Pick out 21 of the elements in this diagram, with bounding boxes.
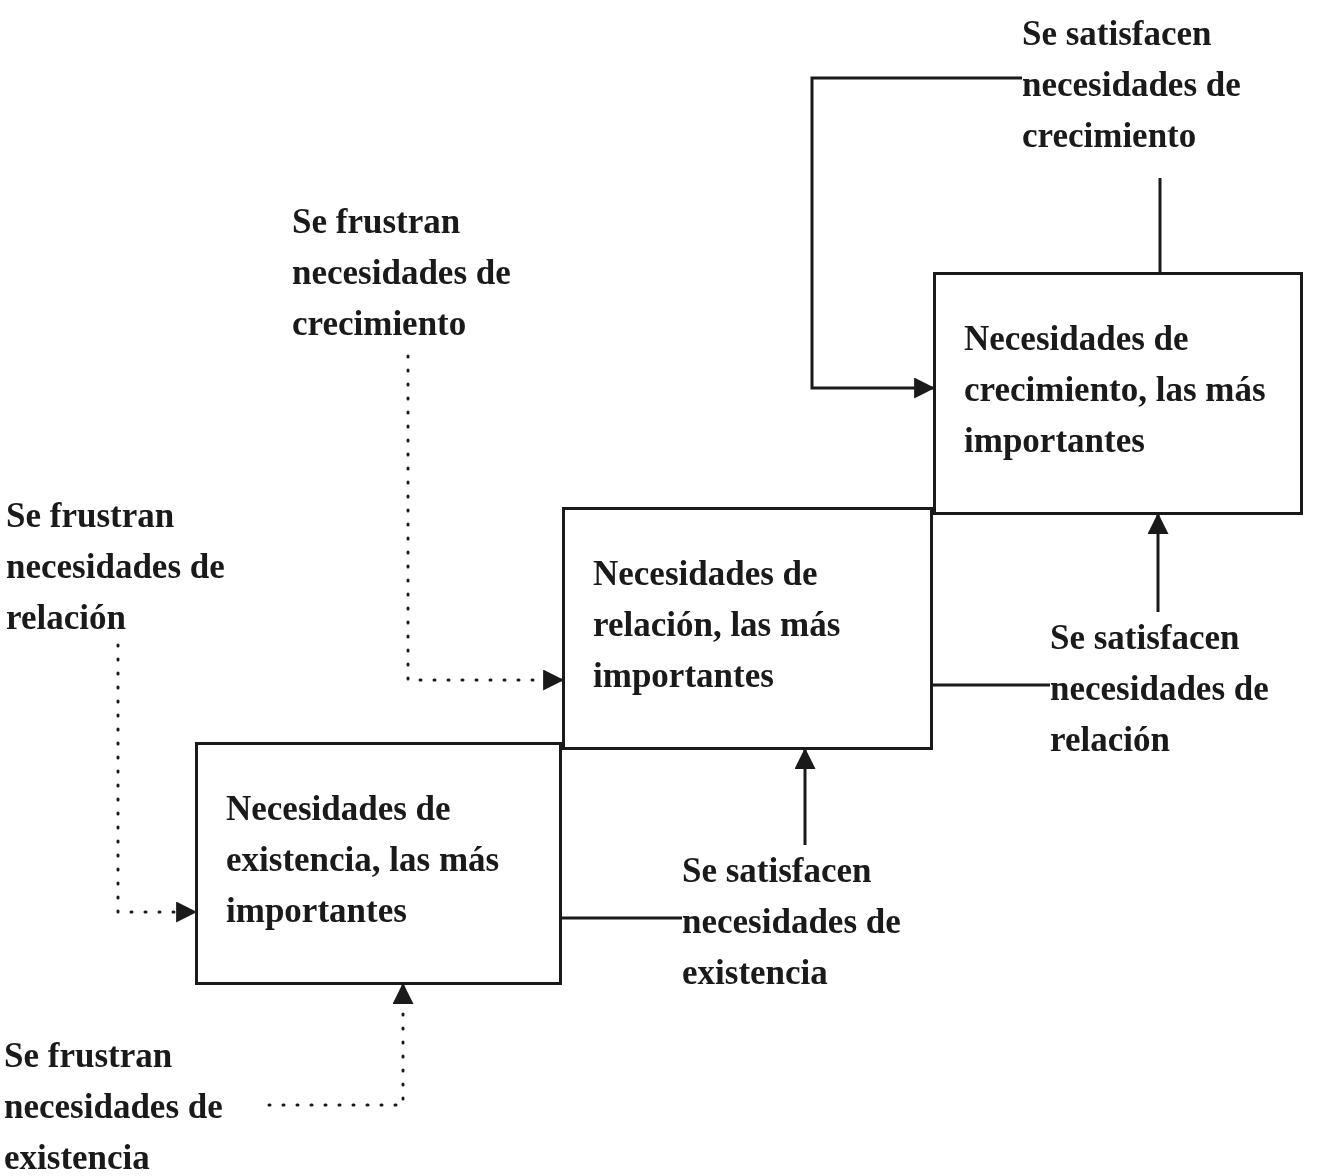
box-label: Necesidades de existencia, las más importantes xyxy=(226,788,501,932)
need-box xyxy=(195,742,562,985)
connector-line xyxy=(562,916,682,920)
connector-line xyxy=(933,683,1050,687)
connector-line xyxy=(1158,178,1162,272)
need-box xyxy=(933,272,1303,515)
box-label: Necesidades de relación, las más importantes xyxy=(593,553,842,697)
dotted-arrow xyxy=(406,354,565,691)
annotation-text: Se satisfacen necesidades de existencia xyxy=(682,850,902,994)
arrow xyxy=(810,76,1022,399)
annotation-text: Se satisfacen necesidades de crecimiento xyxy=(1022,13,1242,157)
arrow xyxy=(794,747,816,845)
annotation-text: Se satisfacen necesidades de relación xyxy=(1050,617,1270,761)
need-box xyxy=(562,507,933,750)
arrow xyxy=(1147,512,1169,612)
annotation-text: Se frustran necesidades de relación xyxy=(6,495,226,639)
box-label: Necesidades de crecimiento, las más importantes xyxy=(964,318,1267,462)
dotted-arrow xyxy=(116,643,198,923)
dotted-arrow xyxy=(267,982,414,1107)
annotation-text: Se frustran necesidades de crecimiento xyxy=(292,201,512,345)
annotation-text: Se frustran necesidades de existencia xyxy=(4,1035,224,1176)
